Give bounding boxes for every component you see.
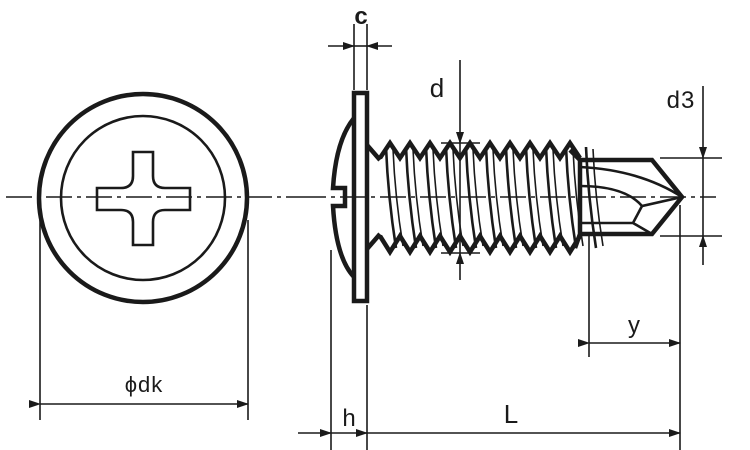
- h-label: h: [342, 405, 355, 432]
- thread-flank: [384, 146, 398, 249]
- thread-flank-inner: [512, 148, 524, 247]
- thread-flank-inner: [452, 148, 464, 247]
- washer-flange: [351, 90, 370, 304]
- neck-fillet: [365, 143, 382, 251]
- L-label: L: [504, 399, 518, 429]
- thread-flank: [444, 146, 458, 249]
- c-label: c: [354, 3, 367, 30]
- thread-flank-inner: [552, 148, 564, 247]
- thread-flank: [524, 146, 538, 249]
- thread-end: [568, 148, 583, 249]
- thread-flank: [464, 146, 478, 249]
- thread-flank-inner: [432, 148, 444, 247]
- y-label: y: [628, 312, 640, 339]
- thread-flank: [404, 146, 418, 249]
- thread-crests-top: [378, 138, 582, 163]
- d-label: d: [430, 73, 444, 103]
- dome-head: [330, 116, 356, 279]
- phillips-recess-icon: [95, 150, 192, 247]
- thread-flank-inner: [492, 148, 504, 247]
- head-outer-circle: [36, 91, 250, 305]
- screw-side-view: c d d3 y h L: [298, 3, 722, 450]
- thread-crests-bottom: [378, 231, 582, 257]
- head-inner-circle: [59, 114, 227, 282]
- thread-flank: [484, 146, 498, 249]
- drill-flute-lower: [580, 205, 653, 236]
- thread-flank: [424, 146, 438, 249]
- thread-flank: [544, 146, 558, 249]
- thread-flank-inner: [412, 148, 424, 247]
- thread-flank-inner: [472, 148, 484, 247]
- dk-label: ϕdk: [125, 372, 164, 397]
- thread-flank: [564, 146, 578, 249]
- drill-point: [579, 157, 685, 237]
- d3-label: d3: [667, 87, 696, 114]
- thread-flank-inner: [392, 148, 404, 247]
- thread-flank-inner: [532, 148, 544, 247]
- thread-flank: [504, 146, 518, 249]
- head-top-view: ϕdk: [6, 91, 300, 420]
- thread-profile: [378, 138, 604, 257]
- drill-flute-middle: [579, 184, 683, 208]
- drill-flute-upper: [579, 165, 683, 199]
- thread-flank: [584, 146, 598, 249]
